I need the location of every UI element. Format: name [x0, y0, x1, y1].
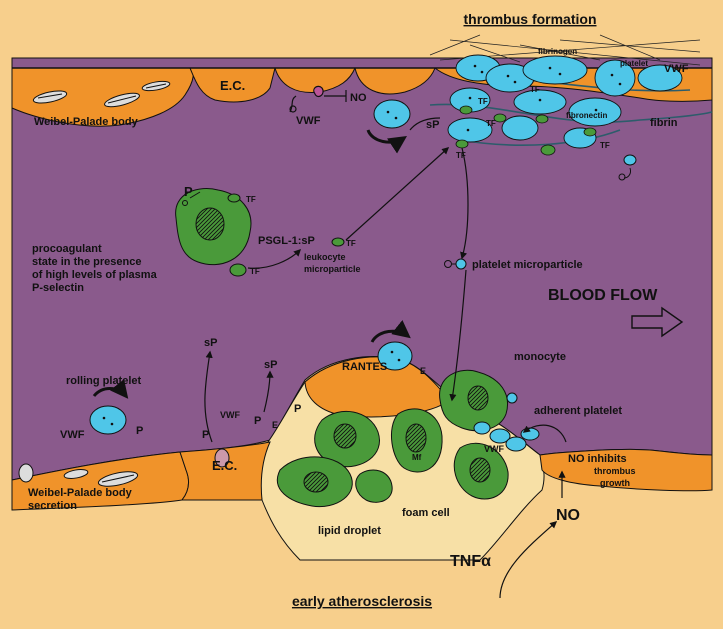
label-ec-top: E.C.	[220, 78, 245, 93]
label-p-ec-1: P	[202, 429, 209, 441]
label-no-inhibits-2: thrombus	[594, 466, 636, 476]
label-sp-mid-2: sP	[264, 359, 277, 371]
label-vwf-adherent: VWF	[484, 444, 504, 454]
label-tf-leukocyte: TF	[246, 195, 256, 204]
label-monocyte: monocyte	[514, 351, 566, 363]
label-leukocyte-mp-2: microparticle	[304, 264, 361, 274]
label-p-ec-3: P	[294, 403, 301, 415]
title-early-atherosclerosis: early atherosclerosis	[292, 593, 432, 609]
label-lipid-droplet: lipid droplet	[318, 525, 381, 537]
label-procoagulant-1: procoagulant	[32, 243, 102, 255]
label-platelet-microparticle: platelet microparticle	[472, 259, 583, 271]
label-p-ec-2: P	[254, 415, 261, 427]
label-no-big: NO	[556, 507, 580, 524]
label-tf-thrombus-4: TF	[600, 141, 610, 150]
label-weibel-palade-bottom-2: secretion	[28, 500, 77, 512]
label-vwf-secretion-site: VWF	[220, 410, 240, 420]
label-fibronectin: fibronectin	[566, 111, 607, 120]
label-weibel-palade-top: Weibel-Palade body	[34, 116, 139, 128]
label-blood-flow: BLOOD FLOW	[548, 287, 658, 304]
label-no-top: NO	[350, 92, 367, 104]
label-procoagulant-4: P-selectin	[32, 282, 84, 294]
label-adherent-platelet: adherent platelet	[534, 405, 622, 417]
label-procoagulant-3: of high levels of plasma	[32, 269, 158, 281]
label-weibel-palade-bottom-1: Weibel-Palade body	[28, 487, 133, 499]
label-tf-small: TF	[250, 267, 260, 276]
label-tf-thrombus-3: TF	[486, 119, 496, 128]
label-tf-thrombus-5: TF	[456, 151, 466, 160]
label-ec-bottom: E.C.	[212, 458, 237, 473]
label-fibrin: fibrin	[650, 117, 678, 129]
label-platelet-thrombus: platelet	[620, 59, 648, 68]
label-tf-thrombus-1: TF	[530, 85, 540, 94]
label-leukocyte-mp-1: leukocyte	[304, 252, 346, 262]
title-thrombus-formation: thrombus formation	[464, 11, 597, 27]
label-e-rantes: E	[420, 366, 426, 376]
label-p-leukocyte: P	[184, 184, 193, 199]
label-psgl: PSGL-1:sP	[258, 235, 315, 247]
label-p-rolling: P	[136, 425, 143, 437]
label-mf: Mf	[412, 453, 422, 462]
label-no-inhibits-1: NO inhibits	[568, 453, 627, 465]
label-vwf-top: VWF	[296, 115, 321, 127]
label-sp-top: sP	[426, 119, 439, 131]
label-procoagulant-2: state in the presence	[32, 256, 141, 268]
label-tf-microparticle: TF	[346, 239, 356, 248]
label-sp-mid-1: sP	[204, 337, 217, 349]
label-vwf-rolling: VWF	[60, 429, 85, 441]
label-no-inhibits-3: growth	[600, 478, 630, 488]
label-rantes: RANTES	[342, 361, 387, 373]
label-fibrinogen: fibrinogen	[538, 47, 577, 56]
label-rolling-platelet: rolling platelet	[66, 375, 142, 387]
label-tnf-alpha: TNFα	[450, 553, 491, 570]
label-foam-cell: foam cell	[402, 507, 450, 519]
label-e-ec: E	[272, 420, 278, 430]
leukocyte	[176, 188, 251, 264]
label-tf-thrombus-2: TF	[478, 97, 488, 106]
label-vwf-thrombus: VWF	[664, 63, 689, 75]
